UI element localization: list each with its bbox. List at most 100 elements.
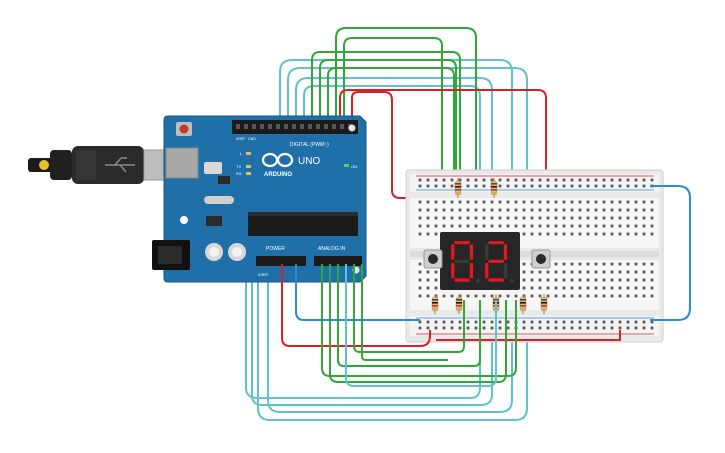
breadboard-hole[interactable] bbox=[418, 278, 422, 282]
breadboard-hole[interactable] bbox=[506, 184, 510, 188]
breadboard-hole[interactable] bbox=[458, 294, 462, 298]
breadboard-hole[interactable] bbox=[578, 224, 582, 228]
breadboard-hole[interactable] bbox=[434, 208, 438, 212]
resistor[interactable] bbox=[519, 294, 527, 314]
breadboard-hole[interactable] bbox=[522, 270, 526, 274]
breadboard-hole[interactable] bbox=[562, 286, 566, 290]
breadboard-hole[interactable] bbox=[442, 224, 446, 228]
breadboard-hole[interactable] bbox=[570, 286, 574, 290]
breadboard-hole[interactable] bbox=[650, 294, 654, 298]
breadboard-hole[interactable] bbox=[586, 262, 590, 266]
breadboard-hole[interactable] bbox=[466, 326, 470, 330]
breadboard-hole[interactable] bbox=[594, 184, 598, 188]
analog-header[interactable] bbox=[314, 256, 362, 266]
breadboard-hole[interactable] bbox=[522, 320, 526, 324]
breadboard-hole[interactable] bbox=[514, 294, 518, 298]
breadboard-hole[interactable] bbox=[546, 286, 550, 290]
breadboard-hole[interactable] bbox=[594, 208, 598, 212]
breadboard-hole[interactable] bbox=[530, 326, 534, 330]
breadboard-hole[interactable] bbox=[530, 200, 534, 204]
breadboard-hole[interactable] bbox=[514, 184, 518, 188]
breadboard-hole[interactable] bbox=[474, 216, 478, 220]
breadboard-hole[interactable] bbox=[498, 320, 502, 324]
breadboard-hole[interactable] bbox=[602, 178, 606, 182]
breadboard-hole[interactable] bbox=[530, 184, 534, 188]
breadboard-hole[interactable] bbox=[602, 270, 606, 274]
breadboard-hole[interactable] bbox=[650, 262, 654, 266]
breadboard-hole[interactable] bbox=[546, 224, 550, 228]
breadboard-hole[interactable] bbox=[434, 178, 438, 182]
breadboard-hole[interactable] bbox=[602, 294, 606, 298]
breadboard-hole[interactable] bbox=[482, 184, 486, 188]
wire-green-a1[interactable] bbox=[329, 264, 507, 383]
breadboard-hole[interactable] bbox=[626, 178, 630, 182]
breadboard-hole[interactable] bbox=[418, 294, 422, 298]
breadboard-hole[interactable] bbox=[482, 294, 486, 298]
breadboard-hole[interactable] bbox=[586, 208, 590, 212]
breadboard-hole[interactable] bbox=[418, 262, 422, 266]
reset-button-icon[interactable] bbox=[176, 122, 192, 136]
breadboard-hole[interactable] bbox=[506, 294, 510, 298]
breadboard-hole[interactable] bbox=[554, 320, 558, 324]
breadboard-hole[interactable] bbox=[562, 262, 566, 266]
breadboard-hole[interactable] bbox=[626, 286, 630, 290]
breadboard-hole[interactable] bbox=[642, 208, 646, 212]
breadboard-hole[interactable] bbox=[434, 286, 438, 290]
resistor[interactable] bbox=[540, 294, 548, 314]
breadboard-hole[interactable] bbox=[650, 278, 654, 282]
breadboard-hole[interactable] bbox=[522, 216, 526, 220]
breadboard-hole[interactable] bbox=[458, 178, 462, 182]
wire-green-a3[interactable] bbox=[353, 264, 465, 353]
breadboard-hole[interactable] bbox=[618, 178, 622, 182]
breadboard-hole[interactable] bbox=[434, 278, 438, 282]
breadboard-hole[interactable] bbox=[650, 208, 654, 212]
breadboard-hole[interactable] bbox=[418, 286, 422, 290]
breadboard-hole[interactable] bbox=[498, 208, 502, 212]
breadboard-hole[interactable] bbox=[618, 294, 622, 298]
wire-green-3[interactable] bbox=[311, 51, 461, 210]
breadboard-hole[interactable] bbox=[626, 208, 630, 212]
breadboard-hole[interactable] bbox=[530, 208, 534, 212]
breadboard-hole[interactable] bbox=[546, 216, 550, 220]
breadboard-hole[interactable] bbox=[458, 200, 462, 204]
breadboard-hole[interactable] bbox=[554, 178, 558, 182]
breadboard-hole[interactable] bbox=[578, 216, 582, 220]
breadboard-hole[interactable] bbox=[546, 326, 550, 330]
breadboard-hole[interactable] bbox=[618, 208, 622, 212]
wire-red-top-1[interactable] bbox=[339, 89, 547, 215]
breadboard-hole[interactable] bbox=[426, 320, 430, 324]
wire-cyan-a5[interactable] bbox=[345, 264, 497, 387]
breadboard-hole[interactable] bbox=[562, 270, 566, 274]
breadboard-hole[interactable] bbox=[650, 232, 654, 236]
breadboard-hole[interactable] bbox=[554, 278, 558, 282]
breadboard-hole[interactable] bbox=[618, 224, 622, 228]
breadboard-hole[interactable] bbox=[618, 278, 622, 282]
breadboard-hole[interactable] bbox=[426, 286, 430, 290]
breadboard-hole[interactable] bbox=[634, 262, 638, 266]
breadboard-hole[interactable] bbox=[634, 208, 638, 212]
breadboard-hole[interactable] bbox=[570, 208, 574, 212]
breadboard-hole[interactable] bbox=[458, 208, 462, 212]
breadboard-hole[interactable] bbox=[554, 232, 558, 236]
breadboard-hole[interactable] bbox=[618, 216, 622, 220]
breadboard-hole[interactable] bbox=[554, 224, 558, 228]
breadboard-hole[interactable] bbox=[466, 224, 470, 228]
breadboard-hole[interactable] bbox=[514, 216, 518, 220]
breadboard-hole[interactable] bbox=[434, 216, 438, 220]
breadboard-hole[interactable] bbox=[426, 270, 430, 274]
breadboard-hole[interactable] bbox=[626, 232, 630, 236]
breadboard-hole[interactable] bbox=[594, 286, 598, 290]
breadboard-hole[interactable] bbox=[450, 184, 454, 188]
breadboard-hole[interactable] bbox=[442, 200, 446, 204]
breadboard-hole[interactable] bbox=[522, 326, 526, 330]
breadboard-hole[interactable] bbox=[586, 224, 590, 228]
breadboard-hole[interactable] bbox=[562, 294, 566, 298]
breadboard-hole[interactable] bbox=[450, 326, 454, 330]
breadboard-hole[interactable] bbox=[546, 232, 550, 236]
seven-segment-display[interactable] bbox=[440, 232, 520, 290]
breadboard-hole[interactable] bbox=[578, 208, 582, 212]
breadboard-hole[interactable] bbox=[442, 184, 446, 188]
breadboard-hole[interactable] bbox=[618, 262, 622, 266]
breadboard-hole[interactable] bbox=[514, 208, 518, 212]
breadboard-hole[interactable] bbox=[418, 270, 422, 274]
